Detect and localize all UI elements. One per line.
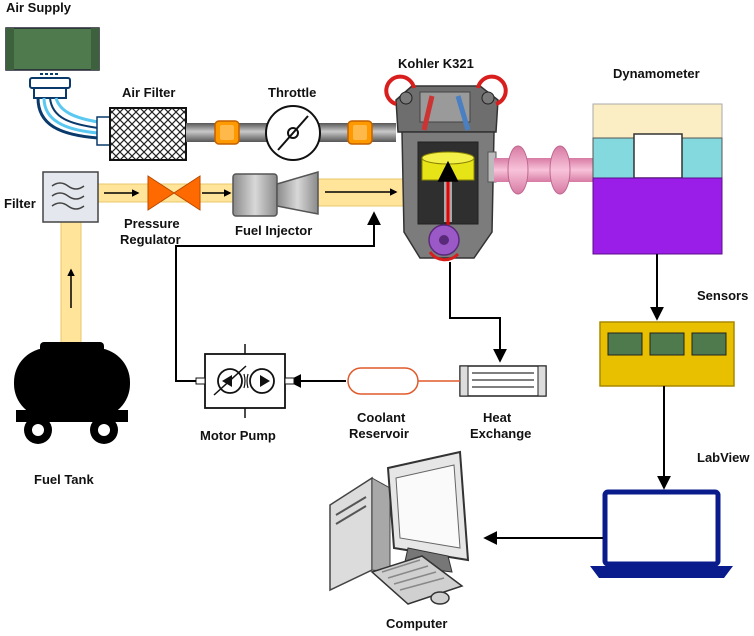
label-dynamometer: Dynamometer xyxy=(613,66,700,81)
laptop-icon xyxy=(590,489,733,578)
label-computer: Computer xyxy=(386,616,447,631)
label-regulator: Regulator xyxy=(120,232,181,247)
fuel-injector-icon xyxy=(232,170,319,217)
motor-pump-icon xyxy=(195,344,295,418)
sensors-icon xyxy=(599,321,735,387)
label-heat: Heat xyxy=(483,410,512,425)
label-filter: Filter xyxy=(4,196,36,211)
drive-shaft xyxy=(494,145,594,195)
label-throttle: Throttle xyxy=(268,85,316,100)
label-labview: LabView xyxy=(697,450,750,465)
fuel-filter-icon xyxy=(42,171,99,223)
label-motor-pump: Motor Pump xyxy=(200,428,276,443)
engine-icon xyxy=(384,74,508,262)
label-air-filter: Air Filter xyxy=(122,85,175,100)
label-air-supply: Air Supply xyxy=(6,0,72,15)
label-pressure: Pressure xyxy=(124,216,180,231)
heat-exchanger-icon xyxy=(459,365,547,397)
line-pump-engine xyxy=(175,211,381,382)
coolant-reservoir-icon xyxy=(347,367,419,395)
dynamometer-icon xyxy=(592,103,723,255)
label-exchange: Exchange xyxy=(470,426,531,441)
label-coolant: Coolant xyxy=(357,410,406,425)
throttle-icon xyxy=(265,105,321,161)
label-sensors: Sensors xyxy=(697,288,748,303)
label-fuel-injector: Fuel Injector xyxy=(235,223,312,238)
line-engine-heat xyxy=(449,262,507,363)
computer-icon xyxy=(329,450,470,605)
air-supply-icon xyxy=(5,27,100,99)
pressure-regulator-icon xyxy=(147,175,201,211)
fuel-tank-icon xyxy=(14,342,130,444)
label-fuel-tank: Fuel Tank xyxy=(34,472,94,487)
air-hose xyxy=(36,97,99,140)
air-filter-icon xyxy=(96,107,187,161)
label-engine: Kohler K321 xyxy=(398,56,474,71)
label-reservoir: Reservoir xyxy=(349,426,409,441)
